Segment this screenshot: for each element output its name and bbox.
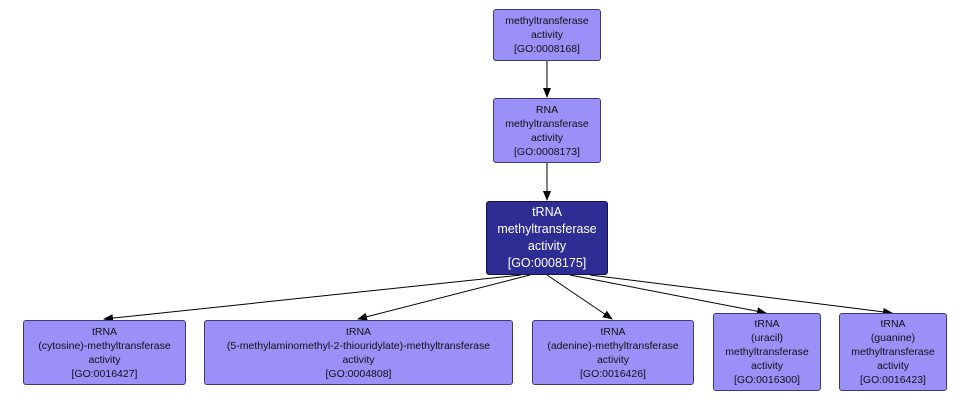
node-go-0016427[interactable]: tRNA (cytosine)-methyltransferase activi…	[23, 320, 186, 385]
node-label-line: methyltransferase	[505, 117, 589, 130]
edge-0008175-to-0016426	[546, 274, 613, 320]
edge-0008175-to-0016300	[569, 274, 767, 316]
node-go-id: [GO:0008168]	[514, 43, 580, 55]
node-go-id: [GO:0008175]	[507, 256, 587, 270]
node-go-0008168[interactable]: methyltransferase activity [GO:0008168]	[493, 9, 601, 61]
node-label-line: activity	[596, 353, 630, 366]
node-label-line: methyltransferase	[497, 222, 597, 236]
node-go-id: [GO:0016300]	[734, 374, 800, 386]
node-label-line: (5-methylaminomethyl-2-thiouridylate)-me…	[226, 339, 491, 352]
node-go-id: [GO:0008173]	[514, 145, 580, 158]
node-label-line: activity	[530, 29, 564, 41]
node-label-line: tRNA	[91, 325, 118, 338]
node-label-line: methyltransferase	[725, 346, 809, 358]
node-label-line: activity	[342, 353, 375, 366]
node-go-0016423[interactable]: tRNA (guanine) methyltransferase activit…	[839, 313, 947, 391]
node-label-line: activity	[530, 131, 564, 144]
edge-0008175-to-0016427	[103, 274, 522, 323]
node-go-id: [GO:0016426]	[580, 367, 646, 380]
node-label-line: RNA	[535, 103, 559, 116]
node-go-id: [GO:0004808]	[325, 367, 392, 380]
node-label-line: (guanine)	[870, 332, 916, 344]
node-label-line: methyltransferase	[505, 15, 589, 27]
node-label-line: methyltransferase	[851, 346, 935, 358]
node-label-line: activity	[750, 360, 784, 372]
node-go-0016300[interactable]: tRNA (uracil) methyltransferase activity…	[713, 313, 821, 391]
node-go-id: [GO:0016423]	[860, 374, 926, 386]
node-label-line: tRNA	[754, 318, 780, 330]
node-label-line: tRNA	[600, 325, 626, 338]
edge-0008175-to-0016423	[589, 274, 893, 316]
node-label-line: (cytosine)-methyltransferase	[38, 339, 171, 352]
node-label-line: (uracil)	[750, 332, 784, 344]
node-label-line: activity	[88, 353, 121, 366]
node-go-0004808[interactable]: tRNA (5-methylaminomethyl-2-thiouridylat…	[204, 320, 513, 385]
node-label-line: activity	[876, 360, 910, 372]
node-go-id: [GO:0016427]	[71, 367, 138, 380]
node-go-0008175-focus[interactable]: tRNA methyltransferase activity [GO:0008…	[486, 201, 608, 275]
node-label-line: tRNA	[345, 325, 372, 338]
node-label-line: activity	[527, 239, 567, 253]
node-label-line: tRNA	[532, 205, 562, 219]
node-label-line: (adenine)-methyltransferase	[547, 339, 679, 352]
node-go-0008173[interactable]: RNA methyltransferase activity [GO:00081…	[493, 98, 601, 163]
node-go-0016426[interactable]: tRNA (adenine)-methyltransferase activit…	[532, 320, 694, 385]
node-label-line: tRNA	[880, 318, 906, 330]
edge-0008175-to-0004808	[357, 274, 531, 321]
